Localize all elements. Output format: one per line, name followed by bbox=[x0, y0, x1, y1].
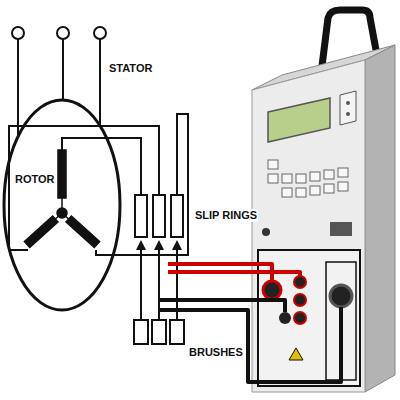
stator-frame bbox=[4, 100, 120, 310]
rotor-windings bbox=[24, 150, 99, 247]
slip-rings bbox=[135, 195, 183, 237]
part-label: BRUSHES bbox=[188, 346, 244, 359]
part-label: ROTOR bbox=[14, 173, 56, 186]
brushes bbox=[134, 245, 184, 344]
rotor-wires bbox=[9, 114, 188, 255]
part-label: STATOR bbox=[108, 62, 153, 75]
red-test-leads bbox=[168, 264, 300, 281]
part-label: SLIP RINGS bbox=[194, 209, 258, 222]
test-instrument bbox=[252, 10, 395, 392]
black-test-leads bbox=[160, 300, 341, 382]
